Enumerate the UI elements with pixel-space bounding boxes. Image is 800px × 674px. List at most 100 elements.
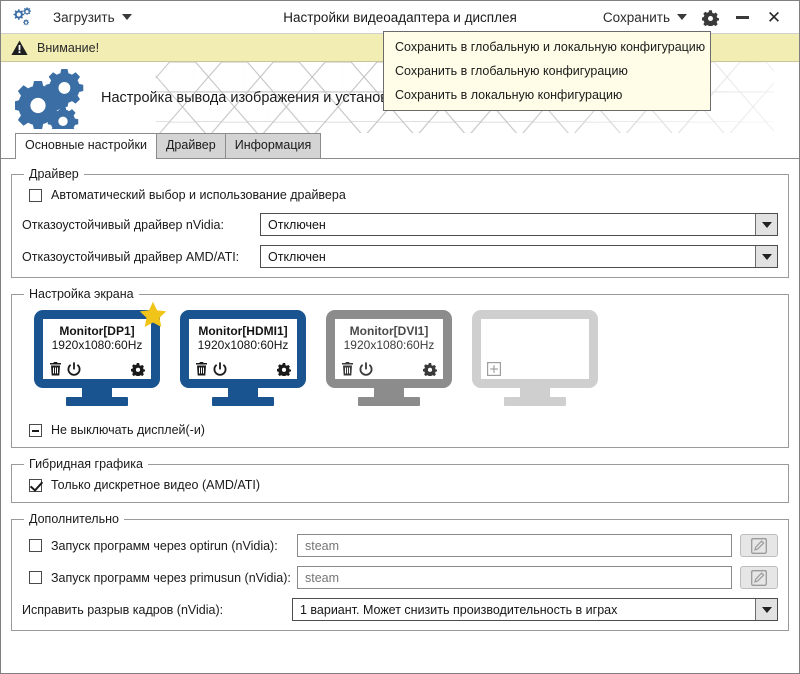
close-button[interactable]: ✕: [759, 4, 789, 30]
minimize-icon: [735, 15, 749, 19]
save-menu-label: Сохранить: [602, 9, 670, 25]
plus-box-icon[interactable]: [487, 362, 501, 376]
nvidia-failsafe-dropdown-button[interactable]: [755, 214, 777, 235]
screen-setup-group: Настройка экрана Monitor[DP1] 1920x1080:…: [11, 287, 789, 448]
hybrid-graphics-group: Гибридная графика Только дискретное виде…: [11, 457, 789, 503]
additional-group-legend: Дополнительно: [29, 512, 119, 526]
amd-failsafe-label: Отказоустойчивый драйвер AMD/ATI:: [22, 249, 240, 264]
monitor-base: [66, 397, 128, 406]
trash-icon[interactable]: [195, 362, 208, 376]
driver-group: Драйвер Автоматический выбор и использов…: [11, 167, 789, 278]
primusrun-edit-button[interactable]: [740, 566, 778, 589]
save-dropdown-menu[interactable]: Сохранить в глобальную и локальную конфи…: [383, 31, 711, 111]
chevron-down-icon: [761, 606, 772, 613]
optirun-input[interactable]: [297, 534, 732, 557]
monitor-actions: [487, 362, 583, 376]
monitor-name: Monitor[DVI1]: [349, 324, 429, 338]
tearfree-combobox[interactable]: 1 вариант. Может снизить производительно…: [292, 598, 778, 621]
monitor-card-add-new[interactable]: [472, 310, 598, 406]
keep-displays-on-row[interactable]: Не выключать дисплей(-и): [22, 420, 778, 438]
gears-logo-icon: [13, 67, 95, 133]
gears-icon: [9, 5, 35, 29]
nvidia-failsafe-combobox[interactable]: Отключен: [260, 213, 778, 236]
keep-displays-on-checkbox[interactable]: [29, 423, 42, 437]
tab-information[interactable]: Информация: [224, 133, 322, 158]
monitor-actions: [49, 362, 145, 376]
nvidia-failsafe-label: Отказоустойчивый драйвер nVidia:: [22, 217, 224, 232]
monitor-base: [504, 397, 566, 406]
tab-bar: Основные настройки Драйвер Информация: [1, 133, 799, 159]
primusrun-label: Запуск программ через primusun (nVidia):: [51, 570, 291, 585]
load-menu-button[interactable]: Загрузить: [49, 8, 136, 27]
gear-icon[interactable]: [423, 362, 437, 376]
auto-driver-checkbox[interactable]: [29, 188, 42, 202]
tearfree-dropdown-button[interactable]: [755, 599, 777, 620]
driver-group-legend: Драйвер: [29, 167, 79, 181]
monitor-resolution: 1920x1080:60Hz: [343, 338, 435, 352]
pencil-square-icon: [751, 537, 767, 554]
discrete-only-label: Только дискретное видео (AMD/ATI): [51, 478, 261, 492]
menu-item-save-local[interactable]: Сохранить в локальную конфигурацию: [395, 88, 623, 102]
chevron-down-icon: [761, 221, 772, 228]
tab-main-settings[interactable]: Основные настройки: [15, 133, 157, 159]
warning-triangle-icon: [11, 40, 28, 55]
monitor-screen: Monitor[HDMI1] 1920x1080:60Hz: [180, 310, 306, 388]
monitor-screen: Monitor[DVI1] 1920x1080:60Hz: [326, 310, 452, 388]
monitor-stand: [520, 388, 550, 397]
warning-text: Внимание!: [37, 40, 100, 55]
power-icon[interactable]: [359, 362, 373, 376]
tab-driver[interactable]: Драйвер: [155, 133, 226, 158]
hybrid-graphics-legend: Гибридная графика: [29, 457, 143, 471]
primusrun-input[interactable]: [297, 566, 732, 589]
discrete-only-checkbox[interactable]: [29, 478, 42, 492]
monitor-name: Monitor[DP1]: [59, 324, 135, 338]
monitor-card-hdmi1[interactable]: Monitor[HDMI1] 1920x1080:60Hz: [180, 310, 306, 406]
main-content: Драйвер Автоматический выбор и использов…: [1, 159, 799, 631]
chevron-down-icon: [121, 14, 132, 20]
amd-failsafe-combobox[interactable]: Отключен: [260, 245, 778, 268]
monitor-name: Monitor[HDMI1]: [198, 324, 288, 338]
monitor-stand: [228, 388, 258, 397]
monitor-list: Monitor[DP1] 1920x1080:60Hz: [22, 301, 778, 408]
primusrun-checkbox[interactable]: [29, 571, 42, 584]
menu-item-save-global-local[interactable]: Сохранить в глобальную и локальную конфи…: [395, 40, 706, 54]
trash-icon[interactable]: [341, 362, 354, 376]
discrete-only-row[interactable]: Только дискретное видео (AMD/ATI): [22, 475, 778, 493]
additional-group: Дополнительно Запуск программ через opti…: [11, 512, 789, 631]
monitor-screen: Monitor[DP1] 1920x1080:60Hz: [34, 310, 160, 388]
amd-failsafe-value: Отключен: [268, 249, 326, 264]
save-menu-button[interactable]: Сохранить: [597, 8, 693, 27]
monitor-stand: [374, 388, 404, 397]
monitor-screen: [472, 310, 598, 388]
power-icon[interactable]: [213, 362, 227, 376]
menu-item-save-global[interactable]: Сохранить в глобальную конфигурацию: [395, 64, 628, 78]
monitor-base: [212, 397, 274, 406]
trash-icon[interactable]: [49, 362, 62, 376]
optirun-checkbox[interactable]: [29, 539, 42, 552]
gear-icon[interactable]: [131, 362, 145, 376]
monitor-stand: [82, 388, 112, 397]
optirun-label: Запуск программ через optirun (nVidia):: [51, 538, 278, 553]
amd-failsafe-dropdown-button[interactable]: [755, 246, 777, 267]
auto-driver-checkbox-row[interactable]: Автоматический выбор и использование дра…: [22, 185, 778, 203]
chevron-down-icon: [677, 14, 687, 20]
auto-driver-label: Автоматический выбор и использование дра…: [51, 188, 346, 202]
monitor-card-dvi1[interactable]: Monitor[DVI1] 1920x1080:60Hz: [326, 310, 452, 406]
gear-icon[interactable]: [277, 362, 291, 376]
screen-setup-legend: Настройка экрана: [29, 287, 134, 301]
monitor-actions: [195, 362, 291, 376]
nvidia-failsafe-value: Отключен: [268, 217, 326, 232]
monitor-resolution: 1920x1080:60Hz: [51, 338, 143, 352]
optirun-edit-button[interactable]: [740, 534, 778, 557]
close-icon: ✕: [766, 7, 782, 27]
minimize-button[interactable]: [727, 4, 757, 30]
monitor-card-dp1[interactable]: Monitor[DP1] 1920x1080:60Hz: [34, 301, 167, 406]
power-icon[interactable]: [67, 362, 81, 376]
settings-gear-button[interactable]: [695, 4, 725, 30]
primary-star-icon: [139, 301, 167, 333]
keep-displays-on-label: Не выключать дисплей(-и): [51, 423, 205, 437]
monitor-base: [358, 397, 420, 406]
tearfree-value: 1 вариант. Может снизить производительно…: [300, 602, 618, 617]
load-menu-label: Загрузить: [53, 9, 115, 25]
